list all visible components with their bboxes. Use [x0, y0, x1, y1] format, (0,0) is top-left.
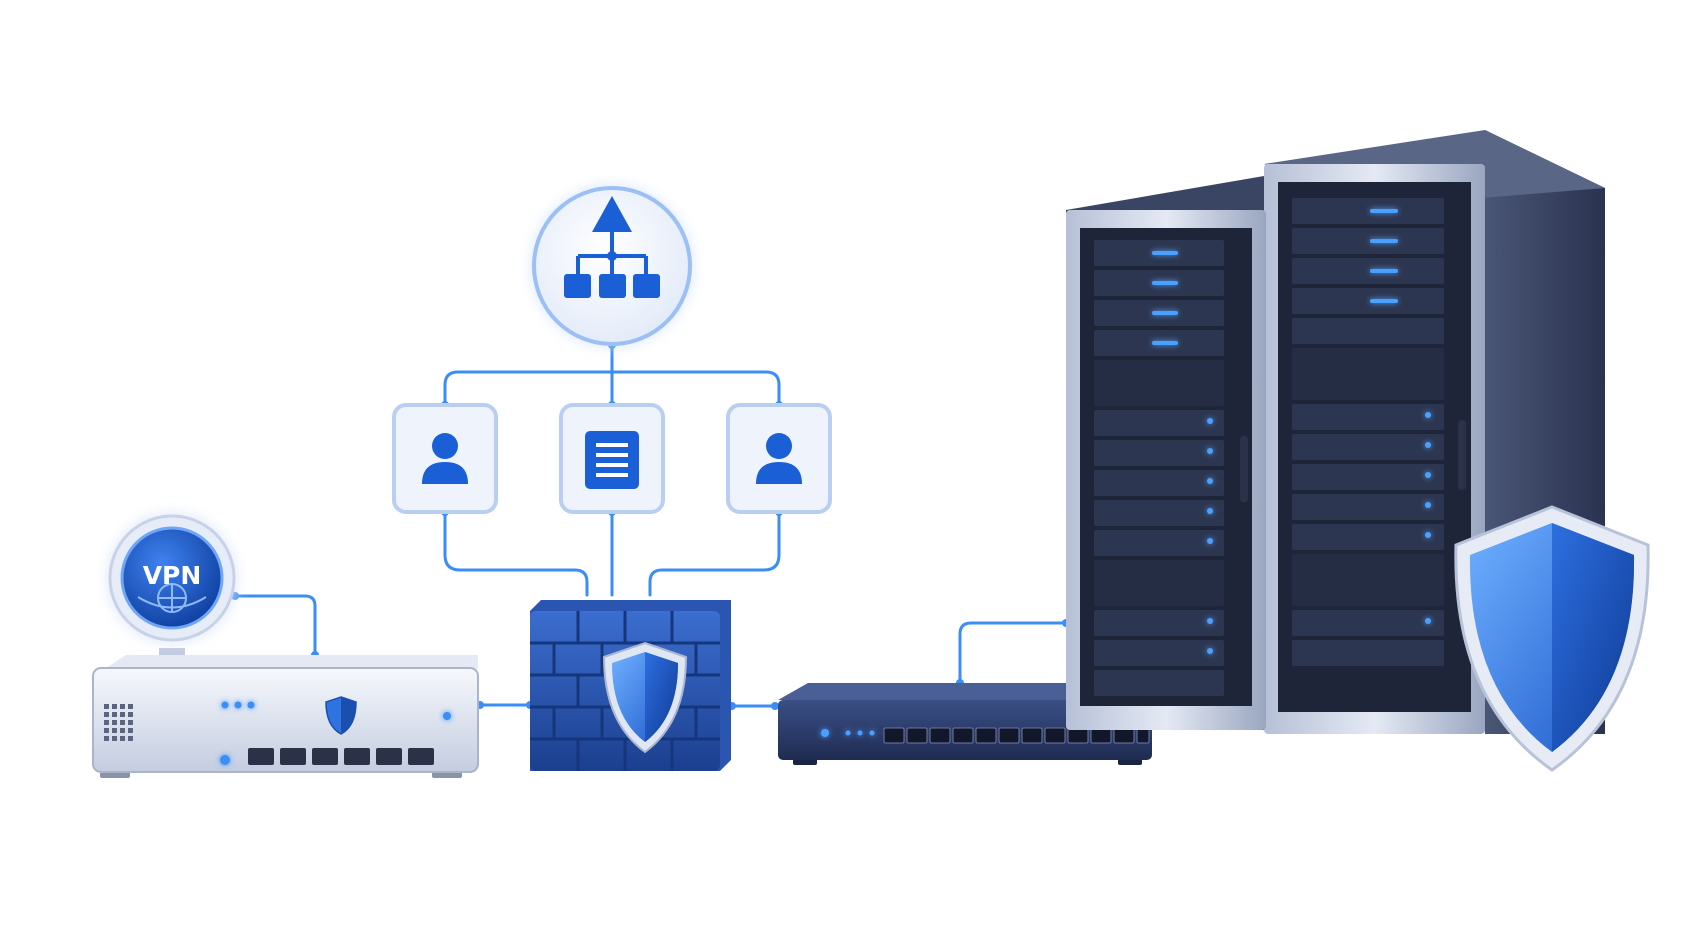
shield-icon: [602, 641, 688, 754]
org-hierarchy-icon: [564, 196, 660, 298]
connector-switch-to-server: [958, 621, 1068, 685]
router-ethernet-ports: [248, 748, 434, 765]
firewall: [530, 600, 731, 771]
connector-user1-to-firewall: [443, 510, 589, 597]
connector-lines: [233, 343, 1068, 708]
member-tile-document: [559, 403, 665, 514]
router-status-leds: [220, 701, 451, 765]
vpn-router: [92, 655, 479, 778]
rack-units-right: [1292, 198, 1444, 666]
vpn-badge: VPN: [106, 512, 238, 666]
shield-icon: [325, 696, 357, 735]
rack-leds-right: [1370, 209, 1431, 624]
vpn-label: VPN: [143, 561, 202, 590]
member-tile-user-left: [392, 403, 498, 514]
router-vent: [104, 704, 133, 741]
server-rack-icon: [1066, 176, 1266, 730]
globe-icon: [137, 583, 207, 613]
member-tile-user-right: [726, 403, 832, 514]
switch-ethernet-ports: [883, 727, 1150, 744]
user-icon: [756, 433, 802, 484]
document-icon: [585, 431, 639, 489]
connector-user2-to-firewall: [648, 510, 781, 597]
large-shield-icon: [1454, 505, 1650, 772]
connector-vpn-to-router: [233, 594, 317, 657]
switch-status-leds: [821, 729, 875, 737]
rack-leds-left: [1152, 251, 1213, 654]
network-switch: [778, 683, 1152, 765]
user-icon: [422, 433, 468, 484]
hierarchy-node: [530, 184, 694, 348]
